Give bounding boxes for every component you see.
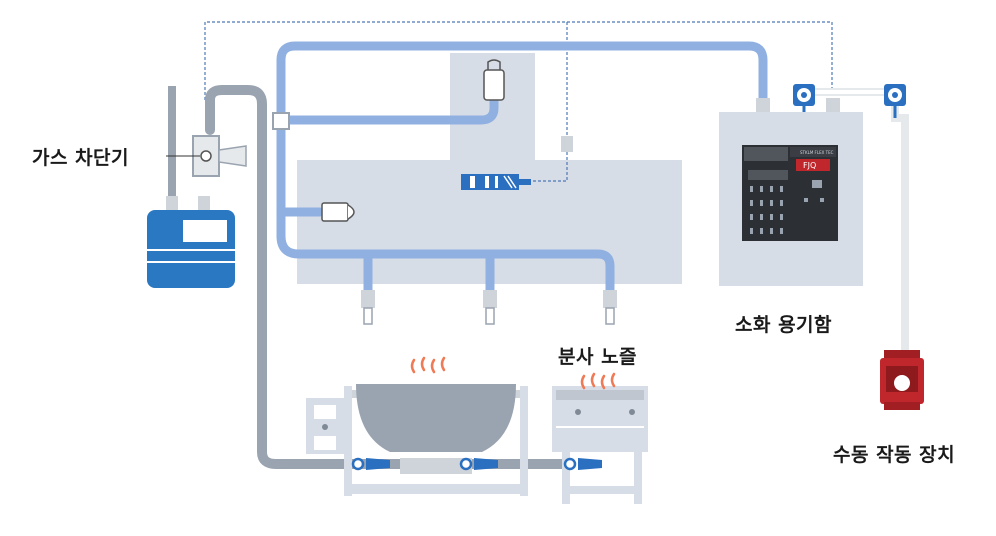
pipe-connector (826, 98, 840, 112)
manual-release-label: 수동 작동 장치 (833, 444, 956, 466)
pipe-connector (756, 98, 770, 112)
gas-meter-icon (147, 196, 235, 288)
cabinet-label: 소화 용기함 (735, 314, 833, 336)
equipment-nozzle-icon (459, 457, 498, 471)
gas-supply-pipe (168, 86, 176, 196)
nozzle-icon (361, 290, 375, 325)
pulley-icon (884, 84, 906, 106)
manual-pull-station-icon (880, 350, 924, 410)
fusible-link-icon (483, 59, 505, 101)
gas-shutoff-label: 가스 차단기 (32, 147, 130, 169)
agent-pipe-upper (276, 41, 768, 295)
heat-sensor-icon (461, 136, 573, 190)
panel-brand-text: FJQ (803, 161, 816, 170)
nozzle-icon (603, 290, 617, 325)
control-panel (742, 145, 838, 241)
equipment-nozzle-icon (563, 457, 602, 471)
griddle-icon (552, 372, 648, 504)
nozzle-icon (483, 290, 497, 325)
pipe-connector (272, 112, 290, 130)
equipment-nozzle-icon (351, 457, 390, 471)
kettle-cooker-icon (306, 356, 528, 496)
pulley-icon (793, 84, 815, 106)
agent-pipe-lower-branches (276, 91, 499, 295)
side-detector-icon (321, 202, 355, 222)
nozzle-label: 분사 노즐 (558, 346, 638, 368)
detection-line (204, 21, 833, 182)
panel-header-text: STKLM FLEX TEC (800, 150, 834, 155)
gas-shutoff-valve-icon (166, 135, 247, 177)
gas-pipe (205, 85, 575, 469)
